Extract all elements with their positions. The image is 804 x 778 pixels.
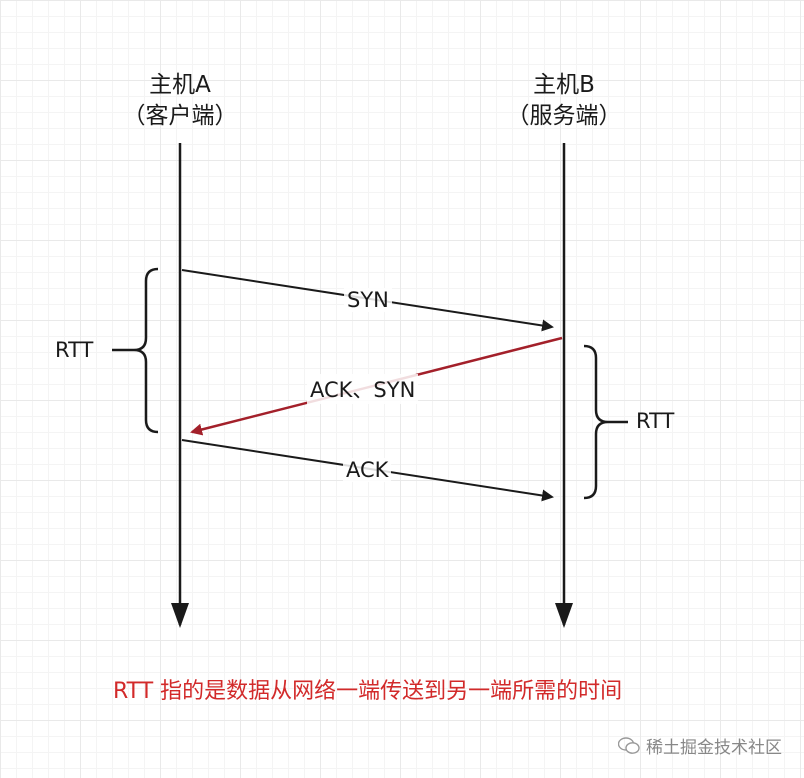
host-a-label: 主机A （客户端） [90, 70, 270, 132]
wechat-icon [618, 736, 640, 754]
rtt-brace-left [133, 267, 159, 434]
host-a-role: （客户端） [122, 103, 238, 129]
watermark-text: 稀土掘金技术社区 [646, 738, 782, 758]
ack-label: ACK [343, 458, 392, 482]
rtt-left-label: RTT [55, 338, 94, 362]
host-b-timeline-arrow [555, 603, 573, 628]
rtt-brace-right [583, 344, 609, 500]
host-b-role: （服务端） [506, 103, 622, 129]
rtt-definition-note: RTT 指的是数据从网络一端传送到另一端所需的时间 [113, 679, 623, 704]
host-a-timeline-arrow [171, 603, 189, 628]
rtt-right-label: RTT [636, 409, 675, 433]
syn-label: SYN [344, 288, 392, 312]
host-b-name: 主机B [533, 72, 595, 98]
host-a-name: 主机A [149, 72, 211, 98]
host-b-label: 主机B （服务端） [474, 70, 654, 132]
watermark: 稀土掘金技术社区 [618, 733, 782, 758]
ack-syn-label: ACK、SYN [307, 374, 419, 404]
